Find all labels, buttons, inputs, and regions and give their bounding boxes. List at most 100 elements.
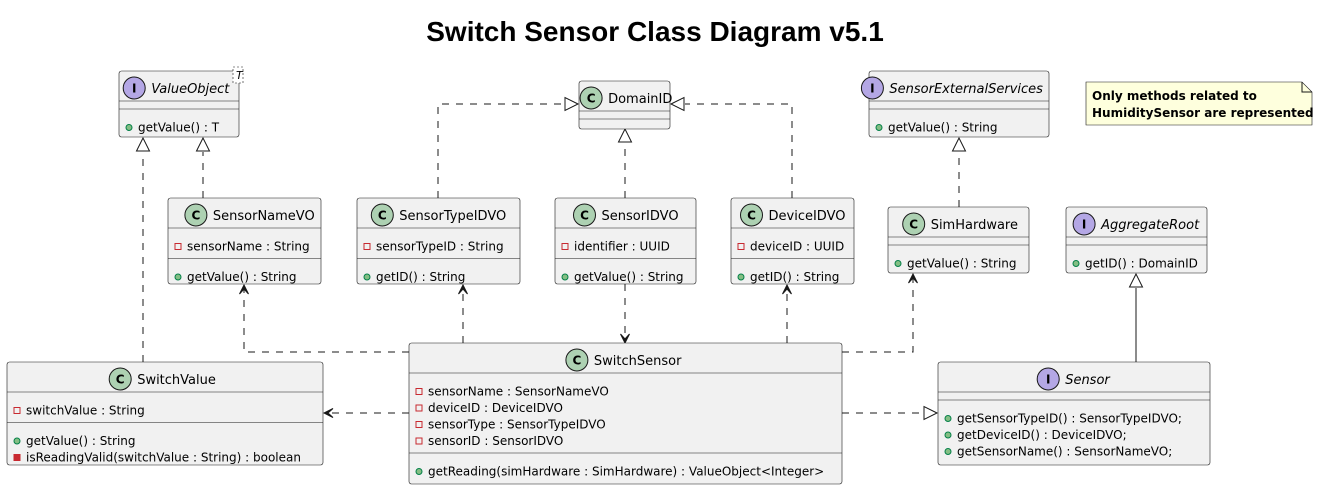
- class-name: SimHardware: [931, 218, 1018, 233]
- dependency-arrow: [239, 283, 249, 295]
- type-param-box: [232, 66, 244, 84]
- note-box: [1085, 81, 1313, 126]
- spot-letter: C: [191, 209, 200, 223]
- class-box: [937, 361, 1211, 466]
- deviceidvo-domainid-edge: [685, 103, 793, 198]
- class-spot-icon: [370, 203, 394, 227]
- class-spot-icon: [579, 86, 603, 110]
- realization-arrow: [135, 136, 151, 152]
- class-name: SwitchSensor: [594, 354, 682, 369]
- spot-letter: C: [572, 354, 581, 368]
- spot-letter: I: [1046, 373, 1050, 387]
- class-spot-icon: [108, 367, 132, 391]
- public-visibility-icon: [363, 273, 371, 281]
- public-visibility-icon: [894, 260, 902, 267]
- public-visibility-icon: [13, 437, 21, 445]
- public-visibility-icon: [125, 124, 133, 131]
- member-text: deviceID : UUID: [750, 240, 844, 254]
- spot-letter: I: [132, 82, 136, 96]
- public-visibility-icon: [415, 468, 423, 475]
- class-sensor-external-services: I SensorExternalServices getValue() : Stri…: [860, 70, 1050, 138]
- realization-arrow: [923, 405, 939, 421]
- note-line-2: HumiditySensor are represented: [1092, 106, 1314, 120]
- class-box: [6, 361, 324, 466]
- class-domain-id: C DomainID: [578, 80, 672, 130]
- class-sensor-type-idvo: C SensorTypeIDVO sensorTypeID : String getI…: [356, 197, 521, 285]
- spot-letter: C: [587, 92, 596, 106]
- member-text: getValue() : String: [888, 121, 998, 135]
- class-sensor-name-vo: C SensorNameVO sensorName : String getValue…: [167, 197, 322, 285]
- class-name: DomainID: [608, 92, 672, 107]
- private-visibility-icon: [174, 243, 182, 250]
- member-text: getID() : DomainID: [1085, 257, 1198, 271]
- interface-spot-icon: [1036, 367, 1060, 391]
- note: Only methods related to HumiditySensor a…: [1085, 81, 1314, 126]
- class-box: [1065, 206, 1208, 274]
- dependency-arrow: [908, 272, 918, 284]
- member-text: getValue() : String: [187, 270, 297, 284]
- spot-letter: I: [870, 82, 874, 96]
- member-text: isReadingValid(switchValue : String) : b…: [26, 451, 301, 465]
- realization-arrow: [617, 127, 633, 143]
- public-visibility-icon: [944, 448, 952, 455]
- switchsensor-sensornamevo-edge: [243, 287, 409, 353]
- class-spot-icon: [902, 212, 926, 236]
- member-text: getID() : String: [376, 270, 465, 284]
- class-name: SensorTypeIDVO: [399, 209, 506, 224]
- class-box: [118, 70, 240, 138]
- member-text: getSensorTypeID() : SensorTypeIDVO;: [957, 412, 1182, 426]
- class-name: AggregateRoot: [1100, 218, 1200, 233]
- member-text: getID() : String: [750, 270, 839, 284]
- realization-arrow: [564, 96, 580, 112]
- realization-arrow: [669, 96, 685, 112]
- class-name: SensorNameVO: [213, 209, 315, 224]
- spot-letter: C: [116, 373, 125, 387]
- private-visibility-icon: [737, 243, 745, 250]
- class-aggregate-root: I AggregateRoot getID() : DomainID: [1065, 206, 1208, 274]
- member-text: getDeviceID() : DeviceIDVO;: [957, 428, 1127, 442]
- private-visibility-icon: [13, 407, 21, 414]
- spot-letter: C: [378, 209, 387, 223]
- dependency-arrow: [322, 408, 334, 418]
- class-spot-icon: [565, 348, 589, 372]
- private-visibility-icon: [415, 437, 423, 445]
- class-name: DeviceIDVO: [769, 209, 846, 224]
- class-name: SensorIDVO: [602, 209, 679, 224]
- member-text: getSensorName() : SensorNameVO;: [957, 445, 1172, 459]
- member-text: sensorTypeID : String: [376, 240, 504, 254]
- note-fold: [1301, 82, 1312, 93]
- member-text: switchValue : String: [26, 404, 145, 418]
- public-visibility-icon: [174, 273, 182, 281]
- class-box: [356, 197, 521, 285]
- dependency-arrow: [782, 283, 792, 295]
- interface-spot-icon: [1072, 212, 1096, 236]
- spot-letter: C: [909, 218, 918, 232]
- dependency-arrow: [620, 333, 630, 345]
- member-text: sensorType : SensorTypeIDVO: [428, 418, 606, 432]
- class-box: [408, 342, 843, 485]
- member-text: getReading(simHardware : SimHardware) : …: [428, 465, 824, 479]
- class-name: SensorExternalServices: [889, 82, 1043, 97]
- member-text: getValue() : T: [138, 121, 220, 135]
- class-name: ValueObject: [151, 82, 230, 97]
- spot-letter: I: [1082, 218, 1086, 232]
- member-text: getValue() : String: [907, 257, 1017, 271]
- private-visibility-icon: [561, 243, 569, 250]
- member-text: getValue() : String: [26, 434, 136, 448]
- member-text: getValue() : String: [574, 270, 684, 284]
- member-text: sensorName : String: [187, 240, 310, 254]
- member-text: identifier : UUID: [574, 240, 670, 254]
- class-sim-hardware: C SimHardware getValue() : String: [887, 206, 1030, 274]
- public-visibility-icon: [1072, 260, 1080, 267]
- member-text: sensorID : SensorIDVO: [428, 434, 563, 448]
- public-visibility-icon: [561, 273, 569, 281]
- type-param: T: [236, 69, 244, 82]
- public-visibility-icon: [875, 124, 883, 131]
- class-spot-icon: [573, 203, 596, 227]
- public-visibility-icon: [944, 431, 952, 439]
